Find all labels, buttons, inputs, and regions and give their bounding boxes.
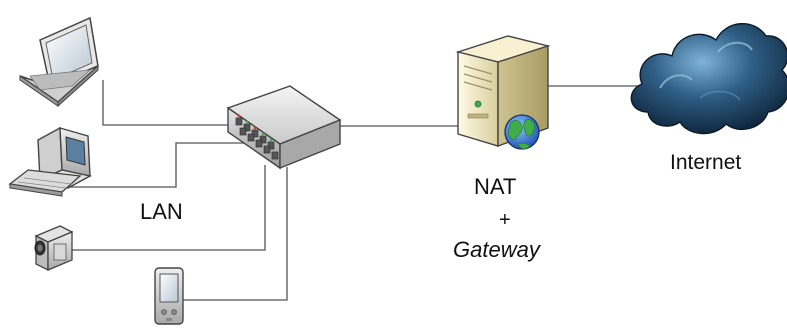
laptop-icon: [19, 16, 99, 108]
link-desktop-switch: [70, 142, 258, 188]
video-camera-icon: [34, 225, 74, 272]
cloud-icon: [630, 22, 787, 135]
link-pda-switch: [181, 167, 288, 301]
connection-lines: [70, 80, 640, 301]
network-switch-icon: [226, 85, 342, 170]
nat-label: NAT: [474, 174, 517, 199]
plus-label: +: [499, 209, 511, 231]
gateway-label: Gateway: [453, 237, 540, 262]
internet-label: Internet: [670, 151, 742, 174]
link-camera-switch: [72, 165, 266, 251]
pda-icon: [154, 267, 184, 325]
link-laptop-switch: [102, 80, 238, 126]
lan-label: LAN: [140, 199, 183, 224]
globe-icon: [504, 114, 540, 150]
desktop-computer-icon: [8, 126, 92, 197]
